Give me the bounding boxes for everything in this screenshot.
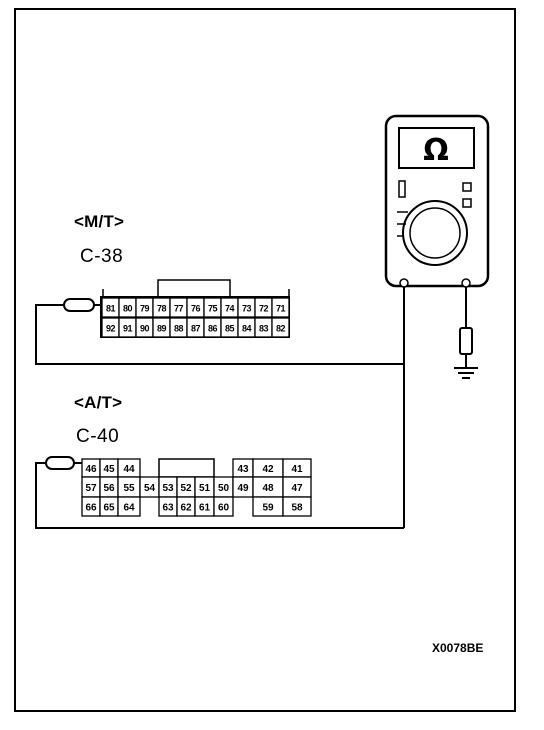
pin-number: 57: [85, 483, 97, 494]
pin-cell: [117, 496, 141, 517]
pin-number: 48: [262, 483, 274, 494]
at-probe-icon: [45, 456, 84, 470]
pin-cell: [213, 496, 234, 517]
pin-cell: [282, 496, 312, 517]
connector-c38: 81 80 79 78 77 76 75 74 73 72 71 92 91 90 89 88 87 86 85 84…: [100, 279, 290, 338]
pin-number: 83: [259, 324, 269, 334]
mt-label: <M/T>: [74, 212, 125, 231]
pin-number: 64: [123, 503, 135, 514]
pin-number: 54: [144, 483, 156, 494]
at-connector-code: C-40: [76, 426, 120, 447]
pin-number: 46: [85, 464, 97, 475]
pin-number: 81: [106, 304, 116, 314]
pin-number: 56: [103, 483, 115, 494]
pin-number: 60: [218, 503, 230, 514]
pin-number: 73: [242, 304, 252, 314]
pin-number: 72: [259, 304, 269, 314]
pin-number: 63: [162, 503, 174, 514]
pin-number: 42: [262, 464, 274, 475]
pin-number: 71: [276, 304, 286, 314]
pin-number: 86: [208, 324, 218, 334]
pin-number: 74: [225, 304, 235, 314]
pin-number: 65: [103, 503, 115, 514]
mt-probe-icon: [63, 298, 106, 312]
pin-number: 82: [276, 324, 286, 334]
pin-number: 51: [199, 483, 211, 494]
pin-cell: [271, 317, 290, 338]
pin-number: 47: [291, 483, 303, 494]
pin-number: 43: [237, 464, 249, 475]
pin-number: 62: [180, 503, 192, 514]
pin-number: 91: [123, 324, 133, 334]
connector-c40: 46 45 44 43 42 41 57 56 55 54 53 52 51 50 49 48 47 66 65 64…: [81, 458, 312, 517]
pin-number: 79: [140, 304, 150, 314]
multimeter-icon: [384, 114, 490, 288]
pin-number: 59: [262, 503, 274, 514]
pin-number: 41: [291, 464, 303, 475]
pin-number: 50: [218, 483, 230, 494]
pin-number: 78: [157, 304, 167, 314]
pin-number: 84: [242, 324, 252, 334]
pin-number: 90: [140, 324, 150, 334]
ground-icon: [454, 367, 478, 379]
wires: [35, 284, 405, 529]
pin-number: 52: [180, 483, 192, 494]
pin-number: 44: [123, 464, 135, 475]
pin-number: 89: [157, 324, 167, 334]
mt-connector-code: C-38: [80, 246, 124, 267]
pin-number: 85: [225, 324, 235, 334]
pin-number: 88: [174, 324, 184, 334]
pin-number: 55: [123, 483, 135, 494]
pin-number: 66: [85, 503, 97, 514]
figure-reference: X0078BE: [432, 641, 484, 655]
pin-number: 77: [174, 304, 184, 314]
pin-number: 61: [199, 503, 211, 514]
diagram-frame: [14, 8, 516, 712]
pin-number: 53: [162, 483, 174, 494]
meter-display: Ω: [423, 133, 449, 168]
ground-probe-icon: [459, 287, 473, 368]
pin-number: 80: [123, 304, 133, 314]
pin-number: 45: [103, 464, 115, 475]
pin-cell: [271, 297, 290, 318]
pin-number: 87: [191, 324, 201, 334]
pin-number: 58: [291, 503, 303, 514]
pin-number: 76: [191, 304, 201, 314]
pin-number: 49: [237, 483, 249, 494]
pin-number: 75: [208, 304, 218, 314]
at-label: <A/T>: [74, 393, 123, 412]
pin-number: 92: [106, 324, 116, 334]
